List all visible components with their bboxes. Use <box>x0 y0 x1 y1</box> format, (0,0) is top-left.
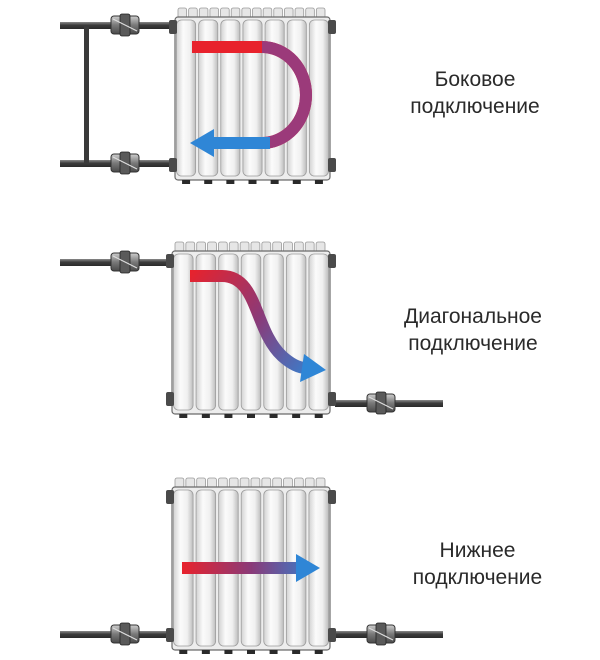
hot-to-cold-flow-arrow <box>190 270 307 374</box>
radiator-section <box>195 253 217 411</box>
valves <box>110 13 396 646</box>
bottom-connection-label: Нижнее подключение <box>412 539 543 589</box>
valve-fitting <box>110 13 140 37</box>
valve-fitting <box>110 151 140 175</box>
radiator <box>166 241 336 418</box>
bottom-connection-diagram <box>60 477 443 654</box>
radiator-section <box>308 253 329 411</box>
supply-return-pipes <box>60 22 175 167</box>
side-connection-diagram <box>60 7 336 184</box>
valve-fitting <box>110 622 140 646</box>
radiator-section <box>176 19 197 177</box>
radiator-section <box>285 253 307 411</box>
valve-fitting <box>110 250 140 274</box>
diagonal-connection-diagram <box>60 241 443 418</box>
radiator-section <box>173 253 194 411</box>
diagonal-connection-label: Диагональное подключение <box>404 305 542 355</box>
side-connection-label: Боковое подключение <box>410 68 540 118</box>
valve-fitting <box>366 622 396 646</box>
radiator-section <box>240 253 262 411</box>
radiator-section <box>218 253 239 411</box>
valve-fitting <box>366 391 396 415</box>
radiator-section <box>308 19 329 177</box>
